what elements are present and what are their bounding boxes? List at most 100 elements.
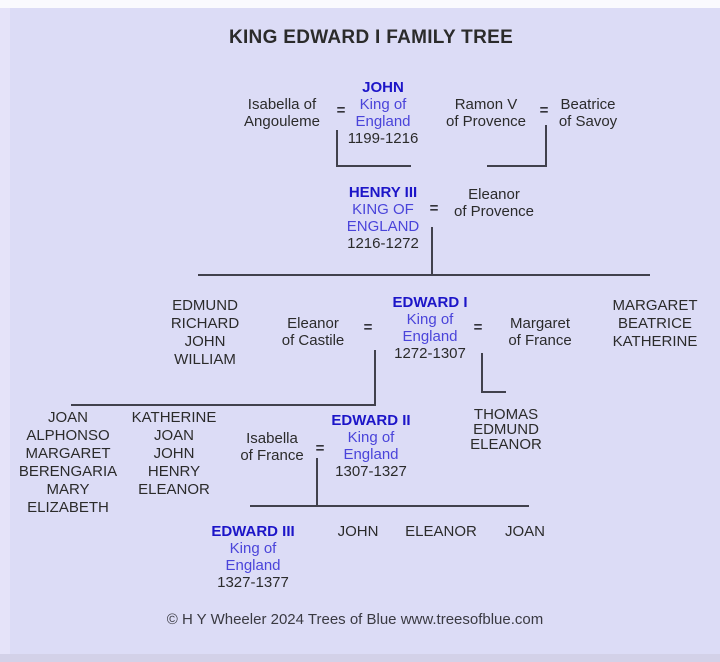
- monarch-title-line: ENGLAND: [346, 218, 420, 235]
- person-name: JOAN: [504, 523, 546, 540]
- monarch-title-line: King of: [229, 540, 277, 557]
- monarch-edward3: EDWARD III King of England 1327-1377: [211, 523, 294, 591]
- person-name: HENRY: [147, 463, 201, 480]
- children-edward1-castile-col1: JOAN ALPHONSO MARGARET BERENGARIA MARY E…: [19, 409, 117, 517]
- spouse-name-line: of Provence: [453, 203, 535, 220]
- monarch-title-line: KING OF: [352, 201, 414, 218]
- person-name: ALPHONSO: [26, 427, 110, 444]
- person-name: BERENGARIA: [18, 463, 118, 480]
- person-name: BEATRICE: [618, 315, 692, 332]
- spouse-name-line: Margaret: [509, 315, 571, 332]
- spouse-name-line: Isabella of: [247, 96, 317, 113]
- connector-castile-children-vertical: [374, 350, 376, 406]
- spouse-name-line: Ramon V: [454, 96, 518, 113]
- connector-edward2-children-horizontal: [250, 505, 529, 507]
- connector-ramon-descent-vertical: [545, 125, 547, 167]
- children-henry3-daughters: MARGARET BEATRICE KATHERINE: [612, 297, 697, 351]
- spouse-name-line: of Castile: [281, 332, 345, 349]
- person-name: MARGARET: [25, 445, 111, 462]
- monarch-dates: 1307-1327: [335, 463, 407, 480]
- monarch-name: HENRY III: [348, 184, 418, 201]
- spouse-name-line: of France: [240, 447, 304, 464]
- spouse-ramon-v: Ramon V of Provence: [446, 96, 526, 130]
- person-name: EDMUND: [473, 421, 539, 438]
- person-name: JOAN: [47, 409, 89, 426]
- person-name: MARY: [46, 481, 90, 498]
- person-name: JOHN: [184, 333, 226, 350]
- connector-john-descent-horizontal: [336, 165, 411, 167]
- left-edge-strip: [0, 8, 10, 654]
- spouse-name-line: of Savoy: [558, 113, 618, 130]
- connector-henry3-children-horizontal: [198, 274, 650, 276]
- child-edward2-eleanor: ELEANOR: [405, 523, 477, 541]
- page-title: KING EDWARD I FAMILY TREE: [228, 27, 514, 48]
- monarch-title-line: England: [343, 446, 399, 463]
- person-name: JOAN: [153, 427, 195, 444]
- monarch-dates: 1327-1377: [217, 574, 289, 591]
- person-name: JOHN: [153, 445, 195, 462]
- monarch-name: JOHN: [362, 79, 404, 96]
- spouse-name-line: Angouleme: [244, 113, 320, 130]
- person-name: THOMAS: [473, 406, 539, 423]
- spouse-eleanor-of-castile: Eleanor of Castile: [282, 315, 345, 349]
- connector-henry3-children-vertical: [431, 227, 433, 275]
- monarch-title-line: King of: [359, 96, 407, 113]
- marriage-equals-edward1-eleanor: =: [363, 319, 373, 336]
- monarch-title-line: King of: [347, 429, 395, 446]
- spouse-name-line: Eleanor: [287, 315, 339, 332]
- monarch-henry3: HENRY III KING OF ENGLAND 1216-1272: [347, 184, 420, 252]
- spouse-name-line: Beatrice: [560, 96, 616, 113]
- person-name: RICHARD: [170, 315, 240, 332]
- child-edward2-joan: JOAN: [505, 523, 545, 541]
- person-name: ELEANOR: [405, 523, 477, 540]
- children-edward1-france: THOMAS EDMUND ELEANOR: [470, 407, 542, 452]
- monarch-edward1: EDWARD I King of England 1272-1307: [393, 294, 468, 362]
- children-henry3-sons: EDMUND RICHARD JOHN WILLIAM: [171, 297, 239, 369]
- person-name: ELEANOR: [470, 436, 542, 453]
- monarch-dates: 1216-1272: [347, 235, 419, 252]
- spouse-name-line: of France: [508, 332, 572, 349]
- marriage-equals-edward1-margaret: =: [473, 319, 483, 336]
- spouse-name-line: Eleanor: [468, 186, 520, 203]
- person-name: KATHERINE: [612, 333, 698, 350]
- person-name: KATHERINE: [131, 409, 217, 426]
- monarch-name: EDWARD III: [211, 523, 295, 540]
- spouse-name-line: Isabella: [246, 430, 298, 447]
- connector-edward2-children-vertical: [316, 458, 318, 507]
- spouse-isabella-of-france: Isabella of France: [240, 430, 303, 464]
- child-edward2-john: JOHN: [338, 523, 379, 541]
- marriage-equals-ramon-beatrice: =: [539, 102, 549, 119]
- spouse-name-line: of Provence: [445, 113, 527, 130]
- monarch-name: EDWARD I: [392, 294, 468, 311]
- spouse-margaret-of-france: Margaret of France: [508, 315, 571, 349]
- person-name: ELEANOR: [138, 481, 210, 498]
- connector-france-children-foot: [481, 391, 506, 393]
- monarch-dates: 1272-1307: [394, 345, 466, 362]
- copyright-footer: © H Y Wheeler 2024 Trees of Blue www.tre…: [166, 611, 544, 628]
- marriage-equals-john-isabella: =: [336, 102, 346, 119]
- monarch-edward2: EDWARD II King of England 1307-1327: [331, 412, 410, 480]
- connector-castile-children-horizontal: [71, 404, 376, 406]
- spouse-isabella-of-angouleme: Isabella of Angouleme: [244, 96, 320, 130]
- marriage-equals-henry3-eleanor: =: [429, 200, 439, 217]
- monarch-title-line: England: [402, 328, 458, 345]
- connector-ramon-descent-horizontal: [487, 165, 547, 167]
- connector-john-descent-vertical: [336, 130, 338, 166]
- monarch-title-line: King of: [406, 311, 454, 328]
- monarch-title-line: England: [225, 557, 281, 574]
- monarch-name: EDWARD II: [331, 412, 411, 429]
- person-name: ELIZABETH: [27, 499, 109, 516]
- monarch-title-line: England: [355, 113, 411, 130]
- marriage-equals-edward2-isabella: =: [315, 440, 325, 457]
- person-name: WILLIAM: [174, 351, 236, 368]
- monarch-dates: 1199-1216: [347, 130, 419, 147]
- spouse-eleanor-of-provence: Eleanor of Provence: [454, 186, 534, 220]
- person-name: MARGARET: [612, 297, 698, 314]
- person-name: JOHN: [337, 523, 379, 540]
- children-edward1-castile-col2: KATHERINE JOAN JOHN HENRY ELEANOR: [132, 409, 217, 499]
- spouse-beatrice-of-savoy: Beatrice of Savoy: [559, 96, 617, 130]
- person-name: EDMUND: [172, 297, 238, 314]
- top-edge-strip: [0, 0, 720, 8]
- connector-france-children-vertical: [481, 353, 483, 393]
